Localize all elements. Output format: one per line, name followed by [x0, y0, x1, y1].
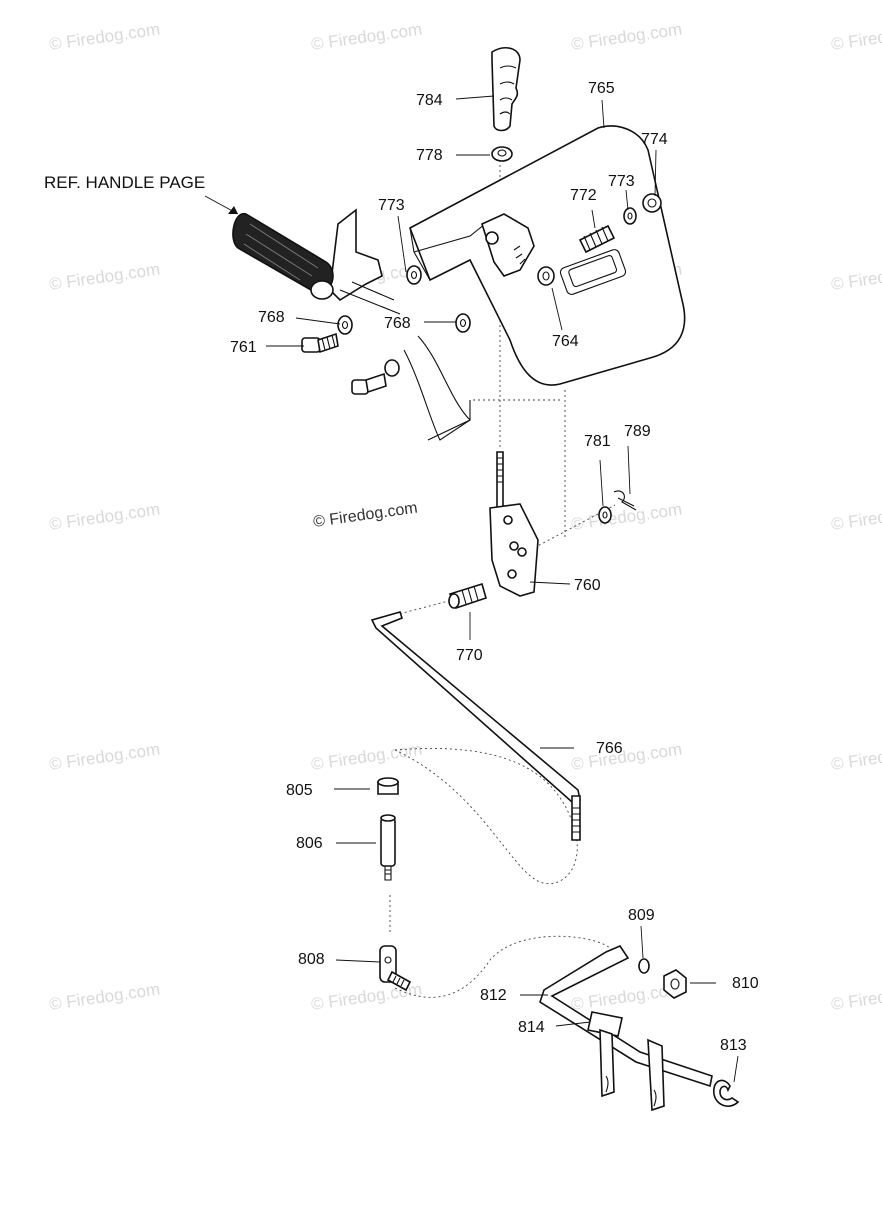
- washer-773a: [406, 265, 422, 285]
- rod-760-assembly: [489, 451, 539, 597]
- swivel-808: [379, 945, 412, 992]
- part-label-773: 773: [608, 173, 635, 190]
- part-label-773: 773: [378, 197, 405, 214]
- part-label-784: 784: [416, 92, 443, 109]
- bushing-764: [537, 266, 555, 286]
- watermark: © Firedog.com: [48, 980, 161, 1014]
- nut-805: [377, 777, 399, 795]
- part-label-774: 774: [641, 131, 668, 148]
- nut-778: [491, 146, 513, 162]
- watermark: © Firedog.com: [310, 20, 423, 54]
- part-label-808: 808: [298, 951, 325, 968]
- washer-773b: [623, 207, 637, 225]
- rod-766: [370, 611, 581, 841]
- part-label-778: 778: [416, 147, 443, 164]
- frame-side: [403, 335, 471, 441]
- leader-lines: [266, 95, 739, 1083]
- watermark: © Firedog.com: [48, 260, 161, 294]
- part-label-766: 766: [596, 740, 623, 757]
- watermark: © Firedog.com: [830, 20, 882, 54]
- part-label-805: 805: [286, 782, 313, 799]
- part-label-789: 789: [624, 423, 651, 440]
- washer-768a: [337, 315, 353, 335]
- part-label-768: 768: [258, 309, 285, 326]
- part-label-765: 765: [588, 80, 615, 97]
- watermark: © Firedog.com: [48, 500, 161, 534]
- part-label-813: 813: [720, 1037, 747, 1054]
- watermark: © Firedog.com: [830, 500, 882, 534]
- spacer-806: [380, 814, 396, 881]
- shaft-812: [539, 945, 713, 1112]
- washer-809: [638, 958, 650, 974]
- watermark: © Firedog.com: [310, 740, 423, 774]
- part-label-770: 770: [456, 647, 483, 664]
- bolt-761: [301, 332, 339, 354]
- part-label-768: 768: [384, 315, 411, 332]
- watermark: © Firedog.com: [830, 740, 882, 774]
- watermark: © Firedog.com: [570, 20, 683, 54]
- detent-quadrant: [481, 213, 535, 277]
- grip-784: [491, 47, 521, 132]
- nut-810: [663, 969, 687, 999]
- part-label-772: 772: [570, 187, 597, 204]
- part-label-812: 812: [480, 987, 507, 1004]
- washer-781: [598, 506, 612, 524]
- part-label-781: 781: [584, 433, 611, 450]
- bolt-lower: [351, 359, 400, 395]
- spring-772: [578, 224, 616, 254]
- part-label-806: 806: [296, 835, 323, 852]
- part-label-810: 810: [732, 975, 759, 992]
- handle-assembly: [204, 195, 401, 315]
- main-watermark: © Firedog.com: [312, 499, 418, 530]
- part-label-809: 809: [628, 907, 655, 924]
- ref-handle-label: REF. HANDLE PAGE: [44, 173, 205, 192]
- part-label-814: 814: [518, 1019, 545, 1036]
- housing-765: [408, 125, 686, 386]
- part-label-760: 760: [574, 577, 601, 594]
- watermark: © Firedog.com: [48, 740, 161, 774]
- nut-774: [642, 193, 662, 213]
- part-label-761: 761: [230, 339, 257, 356]
- watermark-layer: © Firedog.com © Firedog.com © Firedog.co…: [48, 20, 882, 1014]
- wire-path: [394, 935, 613, 998]
- watermark: © Firedog.com: [830, 260, 882, 294]
- part-label-764: 764: [552, 333, 579, 350]
- clip-789: [613, 490, 637, 511]
- watermark: © Firedog.com: [830, 980, 882, 1014]
- watermark: © Firedog.com: [48, 20, 161, 54]
- watermark: © Firedog.com: [570, 740, 683, 774]
- ref-arrow-head: [228, 206, 238, 214]
- spring-770: [448, 582, 487, 609]
- washer-768b: [455, 313, 471, 333]
- eclip-813: [713, 1079, 740, 1107]
